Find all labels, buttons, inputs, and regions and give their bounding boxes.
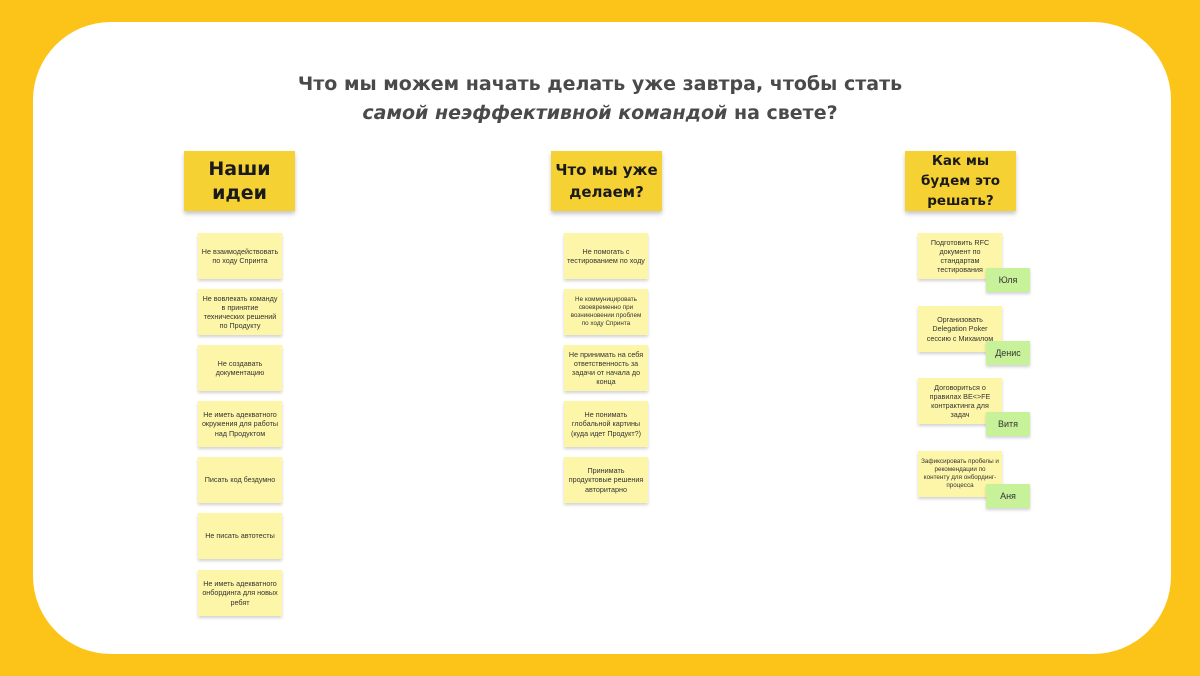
owner-tag[interactable]: Юля xyxy=(986,268,1030,292)
board-title: Что мы можем начать делать уже завтра, ч… xyxy=(0,70,1200,128)
header-sticky-current[interactable]: Что мы уже делаем? xyxy=(551,151,662,211)
sticky-note[interactable]: Не взаимодействовать по ходу Спринта xyxy=(198,233,282,279)
sticky-note[interactable]: Не принимать на себя ответственность за … xyxy=(564,345,648,391)
sticky-note[interactable]: Не вовлекать команду в принятие техничес… xyxy=(198,289,282,335)
title-line-2: самой неэффективной командой на свете? xyxy=(0,99,1200,128)
sticky-note[interactable]: Не создавать документацию xyxy=(198,345,282,391)
sticky-note[interactable]: Принимать продуктовые решения авторитарн… xyxy=(564,457,648,503)
sticky-note[interactable]: Не помогать с тестированием по ходу xyxy=(564,233,648,279)
sticky-note[interactable]: Писать код бездумно xyxy=(198,457,282,503)
owner-tag[interactable]: Аня xyxy=(986,484,1030,508)
sticky-note[interactable]: Не коммуницировать своевременно при возн… xyxy=(564,289,648,335)
sticky-note[interactable]: Договориться о правилах BE<>FE контракти… xyxy=(918,378,1002,424)
owner-tag[interactable]: Витя xyxy=(986,412,1030,436)
sticky-note[interactable]: Не понимать глобальной картины (куда иде… xyxy=(564,401,648,447)
title-emphasis: самой неэффективной командой xyxy=(362,102,728,124)
header-sticky-ideas[interactable]: Наши идеи xyxy=(184,151,295,211)
header-sticky-solutions[interactable]: Как мы будем это решать? xyxy=(905,151,1016,211)
sticky-note[interactable]: Не писать автотесты xyxy=(198,513,282,559)
sticky-note[interactable]: Не иметь адекватного окружения для работ… xyxy=(198,401,282,447)
sticky-note[interactable]: Зафиксировать пробелы и рекомендации по … xyxy=(918,451,1002,497)
sticky-note[interactable]: Не иметь адекватного онбординга для новы… xyxy=(198,570,282,616)
title-line-1: Что мы можем начать делать уже завтра, ч… xyxy=(297,73,903,95)
title-line-2-rest: на свете? xyxy=(727,102,838,124)
owner-tag[interactable]: Денис xyxy=(986,341,1030,365)
